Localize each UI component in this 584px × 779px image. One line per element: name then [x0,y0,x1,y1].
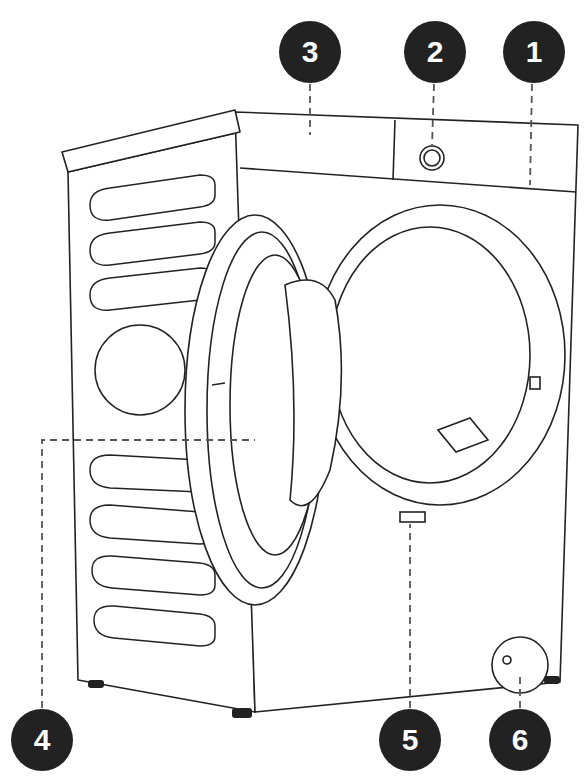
callout-circle [379,709,441,771]
callout-circle [503,21,565,83]
vent [90,222,215,265]
leader-line [42,440,255,708]
callout-number: 5 [380,710,440,770]
leader-line [309,84,311,135]
door-bowl [285,280,341,506]
open-door [185,215,341,605]
callout-number: 2 [405,22,465,82]
callout-circle [404,21,466,83]
door-hook [212,383,225,385]
leader-lines [42,84,532,708]
filter-button [503,656,511,664]
control-knob [420,146,444,170]
callout-circle [279,21,341,83]
door-latch [530,377,540,389]
leader-line [432,84,434,146]
drum-rim [315,205,565,505]
callout-number: 1 [504,22,564,82]
leader-line [530,84,532,185]
leader-line [519,672,521,708]
feet [88,676,560,718]
machine-body [62,110,578,712]
callout-circles [11,21,565,771]
panel-divider [393,120,395,180]
panel-edge [240,168,576,192]
callout-circle [11,709,73,771]
lid-side [62,110,240,172]
foot [232,708,252,718]
drum-paddle [438,418,488,452]
side-bulge [95,325,185,415]
label-plate [400,512,425,522]
drum-inner [330,227,530,483]
leader-line [409,524,411,708]
foot [544,676,560,684]
callout-circle [489,709,551,771]
filter-cover [492,637,548,693]
foot [88,680,104,688]
callout-number: 3 [280,22,340,82]
vent [94,606,215,646]
drum-opening [315,205,565,693]
vent [90,175,215,220]
callout-number: 4 [12,710,72,770]
callout-number: 6 [490,710,550,770]
control-knob-inner [424,150,440,166]
vent [92,556,215,595]
